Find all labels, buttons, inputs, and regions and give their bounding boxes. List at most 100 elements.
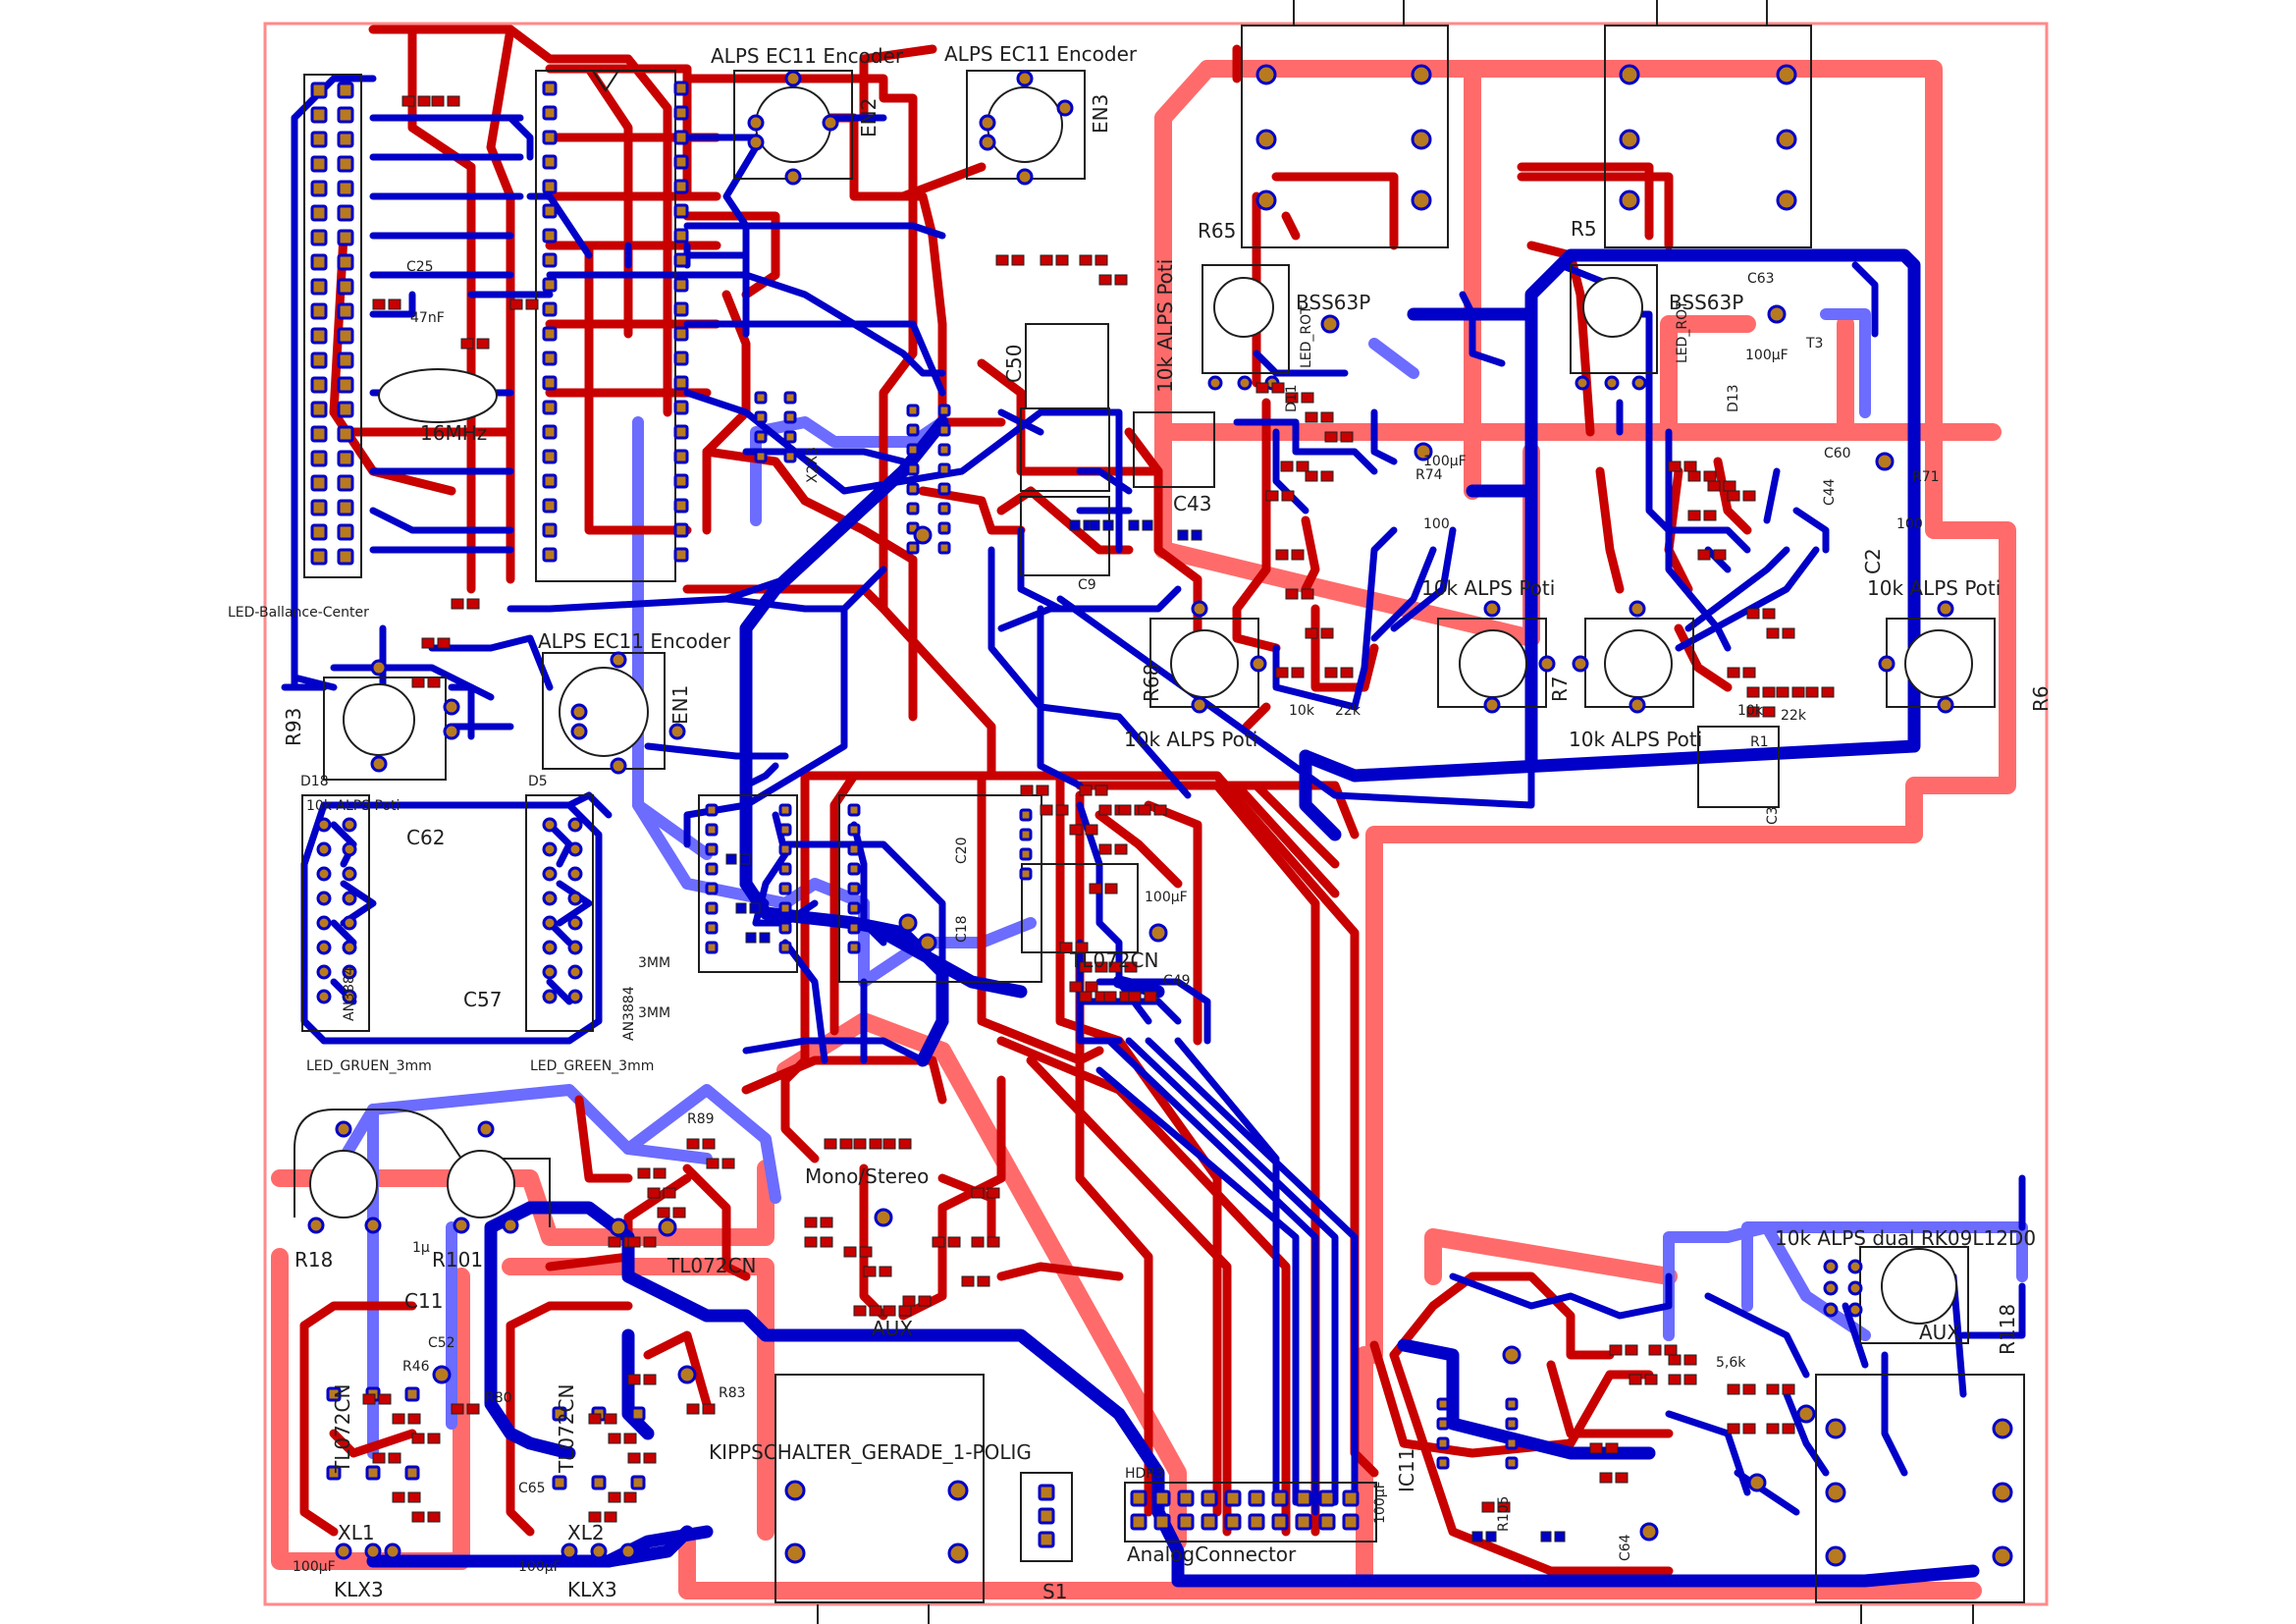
label-led-gruen: LED_GRUEN_3mm [306, 1058, 432, 1074]
pad [1130, 1513, 1148, 1531]
smd-pad [1485, 1531, 1497, 1543]
smd-pad [1255, 382, 1269, 394]
pad [542, 940, 558, 955]
pad [1153, 1489, 1171, 1507]
pad [342, 866, 357, 882]
pad [542, 424, 558, 440]
smd-pad [1340, 667, 1354, 678]
pad [337, 155, 354, 173]
smd-pad [898, 1305, 912, 1317]
pad [310, 180, 328, 197]
pad [310, 474, 328, 492]
smd-pad [725, 853, 737, 865]
pad [337, 523, 354, 541]
smd-pad [627, 1236, 641, 1248]
smd-pad [1762, 686, 1776, 698]
smd-pad [1079, 991, 1093, 1002]
smd-pad [1625, 1344, 1638, 1356]
label-t3: T3 [1805, 336, 1823, 352]
label-d13: D13 [1726, 384, 1741, 412]
pad [477, 1120, 495, 1138]
pad [783, 430, 797, 444]
smd-pad [372, 298, 386, 310]
label-led-green: LED_GREEN_3mm [530, 1058, 654, 1074]
smd-pad [1281, 490, 1295, 502]
smd-pad [451, 1403, 464, 1415]
pad [542, 252, 558, 268]
pad [1191, 696, 1208, 714]
pad [542, 301, 558, 317]
pad [619, 1543, 637, 1560]
smd-pad [820, 1217, 833, 1228]
pad [1631, 375, 1647, 391]
smd-pad [1055, 804, 1069, 816]
smd-pad [1095, 785, 1108, 796]
smd-pad [1742, 667, 1756, 678]
pad [542, 964, 558, 980]
label-c11: C11 [404, 1289, 443, 1313]
pad [1248, 1489, 1265, 1507]
smd-pad [643, 1236, 657, 1248]
smd-pad [804, 1236, 818, 1248]
label-c25: C25 [406, 259, 434, 275]
pad [705, 862, 719, 876]
smd-pad [1271, 382, 1285, 394]
pad [310, 401, 328, 418]
label-enc1: ALPS EC11 Encoder [711, 44, 904, 68]
pad [673, 130, 689, 145]
smd-pad [588, 1511, 602, 1523]
pad [1505, 1417, 1519, 1431]
smd-pad [608, 1491, 621, 1503]
smd-pad [971, 1236, 985, 1248]
label-r71: R71 [1912, 469, 1940, 485]
pad [337, 229, 354, 246]
label-r5: R5 [1571, 217, 1597, 241]
smd-pad [1324, 667, 1338, 678]
pad [542, 326, 558, 342]
smd-pad [623, 1433, 637, 1444]
smd-pad [1497, 1501, 1511, 1513]
smd-pad [1340, 431, 1354, 443]
smd-pad [362, 1393, 376, 1405]
smd-pad [995, 254, 1009, 266]
pad [754, 410, 768, 424]
pad [542, 154, 558, 170]
pad [337, 131, 354, 148]
pad [1016, 70, 1034, 87]
pad [705, 842, 719, 856]
smd-pad [1683, 1354, 1697, 1366]
label-c62: C62 [406, 826, 445, 849]
pad [1502, 1345, 1522, 1365]
pad [542, 547, 558, 563]
pad [673, 400, 689, 415]
smd-pad [987, 1236, 1000, 1248]
label-c102: 100µF [1372, 1481, 1388, 1524]
smd-pad [1782, 1383, 1795, 1395]
pad [906, 404, 920, 417]
smd-pad [820, 1236, 833, 1248]
pad [1038, 1531, 1055, 1548]
pad [1619, 189, 1640, 211]
pad [1505, 1456, 1519, 1470]
pad [673, 81, 689, 96]
pad [1255, 189, 1277, 211]
smd-pad [608, 1433, 621, 1444]
smd-pad [1746, 686, 1760, 698]
pad [326, 1465, 342, 1481]
pad [310, 106, 328, 124]
smd-pad [643, 1452, 657, 1464]
smd-pad [1664, 1344, 1678, 1356]
pad [783, 391, 797, 405]
smd-pad [1782, 627, 1795, 639]
label-3mm-b: 3MM [638, 1005, 670, 1021]
smd-pad [1320, 411, 1334, 423]
pad [1747, 1473, 1767, 1492]
pad [937, 423, 951, 437]
pad [364, 1217, 382, 1234]
smd-pad [1114, 843, 1128, 855]
pad [342, 817, 357, 833]
smd-pad [918, 1295, 932, 1307]
smd-pad [604, 1413, 617, 1425]
smd-pad [623, 1491, 637, 1503]
smd-pad [1040, 804, 1053, 816]
